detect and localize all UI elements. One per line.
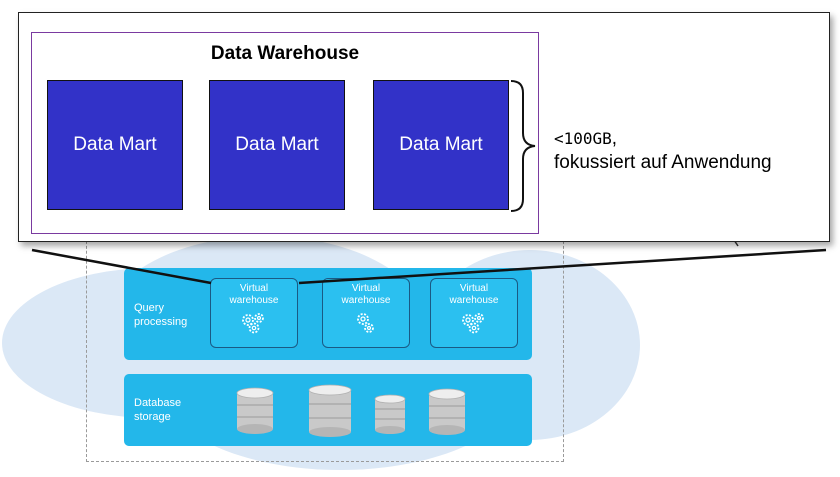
database-storage-layer: Database storage: [124, 374, 532, 446]
database-cylinder-icon: [374, 394, 406, 434]
virtual-warehouse-label: Virtual warehouse: [229, 283, 279, 306]
data-mart-box: Data Mart: [47, 80, 183, 210]
data-warehouse-title: Data Warehouse: [210, 43, 360, 64]
database-storage-label: Database storage: [134, 397, 182, 423]
virtual-warehouse-label: Virtual warehouse: [449, 283, 499, 306]
data-mart-label: Data Mart: [73, 134, 157, 155]
virtual-warehouse: Virtual warehouse: [430, 278, 518, 348]
database-cylinder-icon: [428, 388, 466, 435]
data-mart-label: Data Mart: [399, 134, 483, 155]
zoom-callout: Data Warehouse Data Mart Data Mart Data …: [18, 12, 830, 242]
focus-description: fokussiert auf Anwendung: [554, 152, 772, 173]
gears-icon: [242, 313, 264, 334]
virtual-warehouse: Virtual warehouse: [210, 278, 298, 348]
database-cylinder-icon: [308, 384, 352, 437]
query-processing-layer: Query processing Virtual warehouse Virtu…: [124, 268, 532, 360]
virtual-warehouse-label: Virtual warehouse: [341, 283, 391, 306]
curly-brace-icon: [510, 80, 536, 212]
data-mart-label: Data Mart: [235, 134, 319, 155]
data-warehouse-frame: Data Warehouse Data Mart Data Mart Data …: [31, 32, 539, 234]
database-cylinder-icon: [236, 387, 274, 434]
size-limit-comma: ,: [611, 128, 618, 149]
data-mart-box: Data Mart: [373, 80, 509, 210]
data-mart-box: Data Mart: [209, 80, 345, 210]
size-limit-text: <100GB: [554, 129, 612, 148]
gears-icon: [462, 313, 484, 334]
data-mart-annotation: <100GB, fokussiert auf Anwendung: [554, 127, 772, 175]
query-processing-label: Query processing: [134, 302, 188, 328]
gears-icon: [357, 313, 374, 333]
virtual-warehouse: Virtual warehouse: [322, 278, 410, 348]
